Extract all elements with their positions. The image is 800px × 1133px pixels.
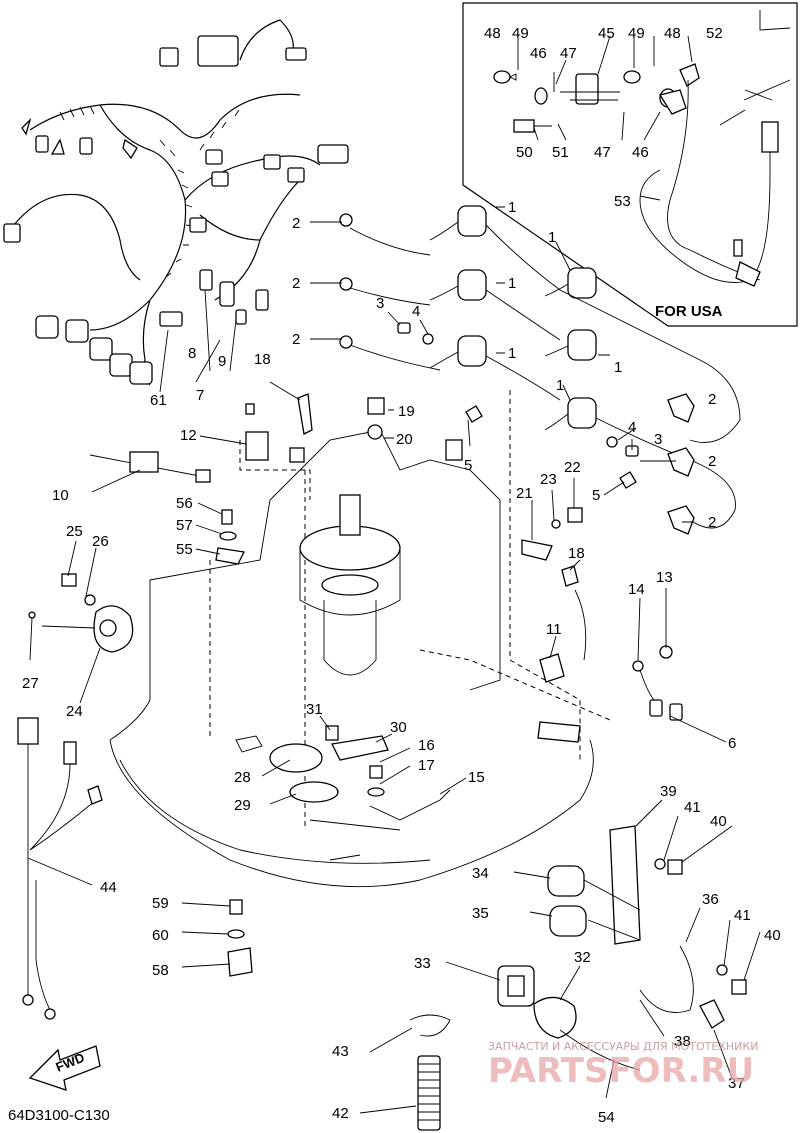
callout-number: 49 bbox=[628, 25, 645, 42]
callout-number: 52 bbox=[706, 25, 723, 42]
callout-number: 41 bbox=[734, 907, 751, 924]
callout-number: 18 bbox=[568, 545, 585, 562]
callout-number: 31 bbox=[306, 701, 323, 718]
wire-harness bbox=[3, 19, 349, 386]
callout-number: 15 bbox=[468, 769, 485, 786]
callout-number: 47 bbox=[594, 144, 611, 161]
callout-number: 22 bbox=[564, 459, 581, 476]
callout-number: 18 bbox=[254, 351, 271, 368]
callout-number: 53 bbox=[614, 193, 631, 210]
callout-number: 5 bbox=[592, 487, 600, 504]
callout-number: 39 bbox=[660, 783, 677, 800]
callout-number: 6 bbox=[728, 735, 736, 752]
callout-number: 32 bbox=[574, 949, 591, 966]
callout-number: 28 bbox=[234, 769, 251, 786]
callout-number: 51 bbox=[552, 144, 569, 161]
callout-number: 30 bbox=[390, 719, 407, 736]
inset-for-usa: FOR USA bbox=[462, 2, 798, 327]
callout-number: 1 bbox=[556, 377, 564, 394]
callout-number: 1 bbox=[508, 275, 516, 292]
ignition-coils bbox=[339, 205, 741, 535]
inset-label: FOR USA bbox=[655, 303, 723, 320]
callout-number: 4 bbox=[412, 303, 420, 320]
callout-number: 60 bbox=[152, 927, 169, 944]
callout-number: 61 bbox=[150, 392, 167, 409]
callout-number: 2 bbox=[708, 453, 716, 470]
callout-number: 24 bbox=[66, 703, 83, 720]
callout-number: 11 bbox=[546, 621, 562, 638]
callout-number: 4 bbox=[628, 419, 636, 436]
callout-number: 34 bbox=[472, 865, 489, 882]
callout-number: 16 bbox=[418, 737, 435, 754]
callout-number: 57 bbox=[176, 517, 193, 534]
callout-number: 44 bbox=[100, 879, 117, 896]
callout-number: 43 bbox=[332, 1043, 349, 1060]
callout-number: 38 bbox=[674, 1033, 691, 1050]
callout-number: 46 bbox=[632, 144, 649, 161]
callout-number: 27 bbox=[22, 675, 39, 692]
callout-number: 54 bbox=[598, 1109, 615, 1126]
callout-number: 1 bbox=[508, 199, 516, 216]
diagram-code: 64D3100-C130 bbox=[8, 1107, 110, 1124]
callout-number: 13 bbox=[656, 569, 673, 586]
callout-number: 25 bbox=[66, 523, 83, 540]
callout-number: 20 bbox=[396, 431, 413, 448]
callout-labels: 48 49 46 47 45 49 48 52 50 51 47 46 53 2… bbox=[22, 25, 781, 1126]
callout-number: 1 bbox=[614, 359, 622, 376]
callout-number: 12 bbox=[180, 427, 197, 444]
callout-number: 55 bbox=[176, 541, 193, 558]
leader-lines bbox=[27, 32, 761, 1114]
callout-number: 2 bbox=[292, 275, 300, 292]
callout-number: 35 bbox=[472, 905, 489, 922]
callout-number: 48 bbox=[484, 25, 501, 42]
callout-number: 1 bbox=[548, 229, 556, 246]
callout-number: 2 bbox=[708, 514, 716, 531]
callout-number: 41 bbox=[684, 799, 701, 816]
callout-number: 7 bbox=[196, 387, 204, 404]
callout-number: 59 bbox=[152, 895, 169, 912]
callout-number: 17 bbox=[418, 757, 435, 774]
engine-outline bbox=[109, 390, 611, 888]
callout-number: 2 bbox=[292, 331, 300, 348]
callout-number: 42 bbox=[332, 1105, 349, 1122]
callout-number: 50 bbox=[516, 144, 533, 161]
callout-number: 29 bbox=[234, 797, 251, 814]
callout-number: 37 bbox=[728, 1075, 745, 1092]
callout-number: 49 bbox=[512, 25, 529, 42]
callout-number: 2 bbox=[292, 215, 300, 232]
callout-number: 1 bbox=[508, 345, 516, 362]
callout-number: 26 bbox=[92, 533, 109, 550]
callout-number: 21 bbox=[516, 485, 533, 502]
callout-number: 3 bbox=[654, 431, 662, 448]
misc-parts: FWD bbox=[17, 393, 747, 1131]
callout-number: 47 bbox=[560, 45, 577, 62]
callout-number: 40 bbox=[764, 927, 781, 944]
callout-number: 33 bbox=[414, 955, 431, 972]
callout-number: 56 bbox=[176, 495, 193, 512]
callout-number: 40 bbox=[710, 813, 727, 830]
callout-number: 3 bbox=[376, 295, 384, 312]
callout-number: 14 bbox=[628, 581, 645, 598]
callout-number: 58 bbox=[152, 962, 169, 979]
callout-number: 5 bbox=[464, 457, 472, 474]
callout-number: 2 bbox=[708, 391, 716, 408]
callout-number: 10 bbox=[52, 487, 69, 504]
callout-number: 19 bbox=[398, 403, 415, 420]
callout-number: 36 bbox=[702, 891, 719, 908]
callout-number: 45 bbox=[598, 25, 615, 42]
watermark-logo: PARTSFOR.RU bbox=[488, 1051, 754, 1091]
callout-number: 8 bbox=[188, 345, 196, 362]
watermark-text: ЗАПЧАСТИ И АКСЕССУАРЫ ДЛЯ МОТОТЕХНИКИ bbox=[488, 1040, 758, 1053]
callout-number: 23 bbox=[540, 471, 557, 488]
callout-number: 48 bbox=[664, 25, 681, 42]
callout-number: 46 bbox=[530, 45, 547, 62]
callout-number: 9 bbox=[218, 353, 226, 370]
